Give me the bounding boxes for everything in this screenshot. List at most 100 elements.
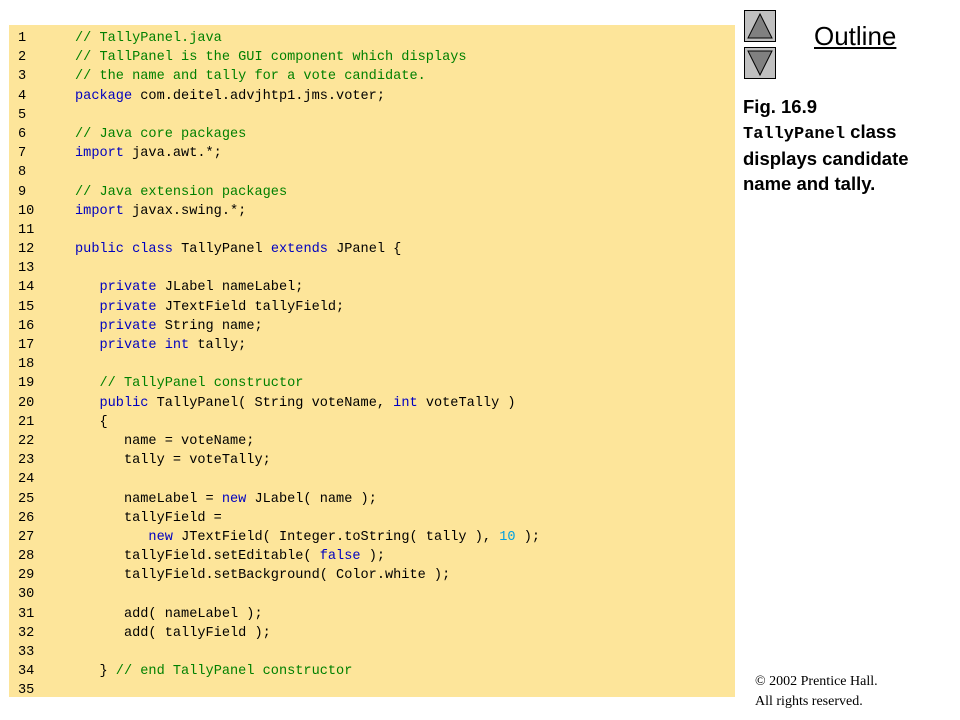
code-text: // the name and tally for a vote candida… — [75, 67, 426, 86]
code-token: // Java extension packages — [75, 184, 288, 200]
code-text: nameLabel = new JLabel( name ); — [75, 490, 377, 509]
figure-description: TallyPanel class displays candidate name… — [743, 120, 955, 197]
code-token: add( tallyField ); — [75, 625, 271, 641]
line-number: 32 — [18, 625, 35, 641]
line-number: 26 — [18, 510, 35, 526]
code-token: // Java core packages — [75, 126, 247, 142]
line-number: 13 — [18, 261, 35, 277]
code-token: import — [75, 146, 124, 162]
code-text: // TallyPanel.java — [75, 29, 222, 48]
line-number: 33 — [18, 645, 35, 660]
line-number: 1 — [18, 31, 27, 46]
code-text: } // end TallyPanel constructor — [75, 662, 352, 681]
code-token — [75, 319, 99, 334]
code-token — [75, 338, 99, 353]
line-number: 22 — [18, 433, 35, 449]
code-token: // TallyPanel constructor — [99, 376, 304, 392]
code-token: add( nameLabel ); — [75, 606, 263, 622]
line-number: 4 — [18, 88, 27, 104]
line-number: 20 — [18, 395, 35, 411]
line-number: 28 — [18, 549, 35, 565]
line-number: 5 — [18, 107, 27, 123]
figure-number: Fig. 16.9 — [743, 96, 818, 117]
class-name: TallyPanel — [743, 124, 846, 144]
line-number: 16 — [18, 318, 35, 334]
code-text: package com.deitel.advjhtp1.jms.voter; — [75, 87, 385, 106]
line-number: 21 — [18, 414, 35, 430]
code-token: JLabel( name ); — [246, 491, 377, 507]
code-token: int — [393, 395, 418, 411]
code-token: voteTally ) — [417, 395, 516, 411]
code-text: // Java extension packages — [75, 183, 287, 202]
code-token: JLabel nameLabel; — [156, 280, 304, 296]
copyright-line-1: © 2002 Prentice Hall. — [755, 674, 878, 689]
code-text: tally = voteTally; — [75, 451, 271, 470]
line-number: 34 — [18, 664, 35, 680]
code-text: import javax.swing.*; — [75, 202, 246, 221]
line-number: 9 — [18, 184, 27, 200]
line-number: 30 — [18, 587, 35, 603]
code-text: add( tallyField ); — [75, 624, 271, 643]
code-token: tally; — [189, 338, 247, 353]
line-number: 12 — [18, 242, 35, 258]
copyright-line-2: All rights reserved. — [755, 694, 863, 709]
line-number: 19 — [18, 376, 35, 392]
code-token: JTextField( Integer.toString( tally ), — [172, 529, 500, 545]
line-number: 27 — [18, 529, 35, 545]
code-token: ); — [515, 529, 541, 545]
code-token — [75, 280, 99, 295]
outline-link[interactable]: Outline — [814, 21, 897, 51]
code-token: com.deitel.advjhtp1.jms.voter; — [132, 88, 385, 104]
code-token: private — [99, 280, 157, 296]
next-slide-button[interactable] — [744, 47, 776, 79]
triangle-down-icon — [747, 50, 773, 77]
code-token: String name; — [156, 318, 263, 334]
code-token: package — [75, 88, 133, 104]
code-token: false — [319, 549, 361, 565]
triangle-up-icon — [747, 12, 773, 39]
code-token: tally = voteTally; — [75, 453, 271, 469]
line-number: 29 — [18, 568, 35, 584]
line-number: 24 — [18, 472, 35, 488]
code-text: { — [75, 413, 108, 432]
code-token: JPanel { — [327, 242, 402, 258]
code-text: public TallyPanel( String voteName, int … — [75, 394, 516, 413]
code-listing: 1 // TallyPanel.java 2 // TallPanel is the … — [9, 25, 735, 699]
code-text: name = voteName; — [75, 432, 255, 451]
line-number: 11 — [18, 222, 35, 238]
code-token: java.awt.*; — [123, 146, 222, 162]
code-token: // TallPanel is the GUI component which … — [75, 50, 467, 66]
line-number: 35 — [18, 683, 35, 699]
code-token: } — [75, 664, 116, 680]
code-text: new JTextField( Integer.toString( tally … — [75, 528, 540, 547]
line-number: 31 — [18, 606, 35, 622]
line-number: 6 — [18, 126, 27, 142]
code-token: { — [75, 414, 108, 430]
code-token: // the name and tally for a vote candida… — [75, 69, 426, 85]
code-token: new — [221, 491, 247, 507]
figure-caption: Fig. 16.9 TallyPanel class displays cand… — [743, 95, 955, 196]
line-number: 15 — [18, 299, 35, 315]
caption-text: class displays candidate name and tally. — [743, 120, 909, 194]
line-number: 2 — [18, 50, 27, 66]
line-number: 18 — [18, 357, 35, 373]
code-text: private JTextField tallyField; — [75, 298, 344, 317]
code-token: javax.swing.*; — [123, 203, 247, 219]
code-token: private — [99, 299, 157, 315]
line-number: 14 — [18, 280, 35, 296]
code-token — [75, 300, 99, 315]
code-text: add( nameLabel ); — [75, 605, 263, 624]
line-number: 25 — [18, 491, 35, 507]
line-number: 17 — [18, 338, 35, 353]
code-token: private — [99, 318, 157, 334]
code-token: 10 — [499, 529, 516, 545]
code-token: ); — [360, 549, 386, 565]
code-token: tallyField.setBackground( Color.white ); — [75, 568, 451, 584]
code-token: public class — [75, 242, 173, 258]
code-text: // Java core packages — [75, 125, 246, 144]
code-token: tallyField.setEditable( — [75, 549, 320, 565]
previous-slide-button[interactable] — [744, 10, 776, 42]
code-text: public class TallyPanel extends JPanel { — [75, 240, 401, 259]
code-text: private String name; — [75, 317, 263, 336]
code-token: new — [148, 529, 173, 545]
